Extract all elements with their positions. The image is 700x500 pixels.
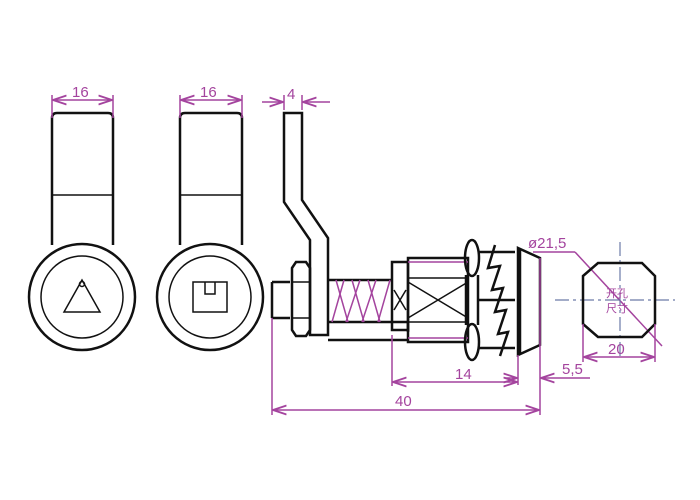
front-view-triangle: 16 xyxy=(27,84,137,352)
dim-total-length: 40 xyxy=(395,393,412,410)
cam-lever xyxy=(282,111,330,337)
lock-body xyxy=(406,256,470,344)
cutout-label-2: 尺寸 xyxy=(606,301,628,315)
dim-diameter: ø21,5 xyxy=(528,235,566,252)
dim-thickness: 4 xyxy=(287,86,295,103)
cutout-view: 开孔 尺寸 20 xyxy=(555,242,675,362)
cutout-label: 开孔 xyxy=(606,287,628,300)
flange xyxy=(516,246,542,357)
dim-width-2: 16 xyxy=(200,84,217,101)
triangle-key-icon xyxy=(62,278,102,313)
dim-cutout-width: 20 xyxy=(608,341,625,358)
front-view-square: 16 xyxy=(155,84,265,352)
shaft xyxy=(270,280,290,320)
spring xyxy=(331,279,391,323)
dim-width-1: 16 xyxy=(72,84,89,101)
hex-nut xyxy=(290,260,312,338)
dim-flange-offset: 5,5 xyxy=(562,361,583,378)
dim-thread-length: 14 xyxy=(455,366,472,383)
cutout-shape xyxy=(581,261,657,339)
square-key-icon xyxy=(192,281,228,313)
side-view: 4 14 5,5 40 ø21,5 xyxy=(262,86,663,415)
mounting-nut xyxy=(463,238,481,278)
